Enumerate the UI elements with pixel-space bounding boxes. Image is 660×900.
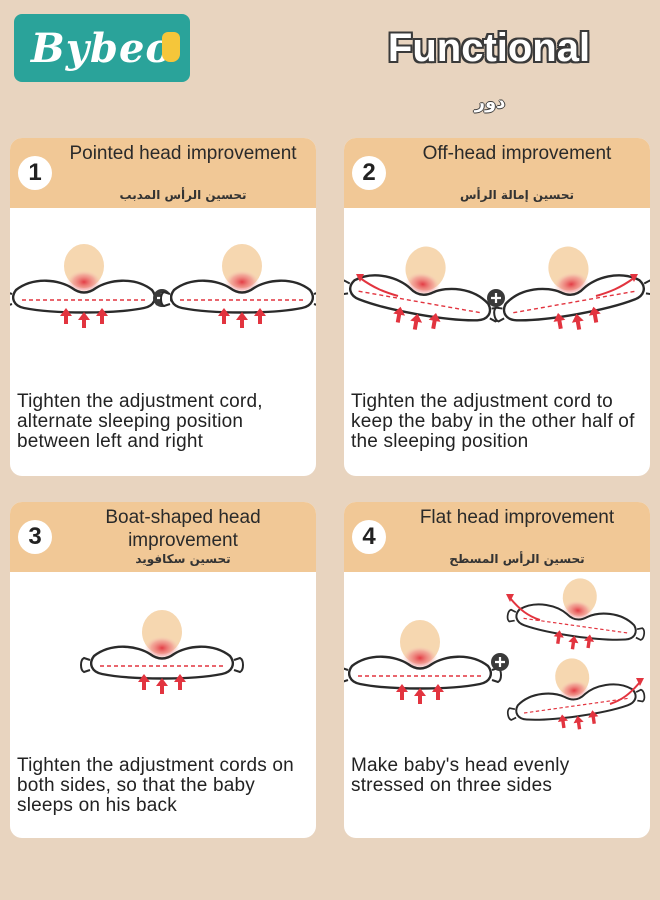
card-header: 1 Pointed head improvement تحسين الرأس ا…: [10, 138, 316, 208]
card-description: Tighten the adjustment cords on both sid…: [17, 755, 294, 816]
logo-text: Bybeo: [30, 24, 174, 72]
card-title: Flat head improvement: [419, 507, 615, 528]
card-title: Pointed head improvement: [69, 143, 297, 164]
bottle-icon: [162, 32, 180, 62]
step-number: 2: [352, 156, 386, 190]
card-title-ar: تحسين سكافويد: [135, 552, 231, 566]
brand-logo: Bybeo: [14, 14, 190, 82]
card-header: 3 Boat-shaped head improvement تحسين سكا…: [10, 502, 316, 572]
page-subtitle-ar: دور: [474, 92, 506, 113]
pillow-illustration: [344, 572, 650, 752]
card-title-ar: تحسين الرأس المسطح: [449, 552, 585, 566]
card-description: Make baby's head evenly stressed on thre…: [351, 755, 570, 796]
card-title-ar: تحسين الرأس المدبب: [119, 188, 247, 202]
card-title-ar: تحسين إمالة الرأس: [459, 188, 574, 202]
page-title: Functional: [387, 26, 591, 70]
card-description: Tighten the adjustment cord, alternate s…: [17, 391, 263, 452]
card-pointed-head: 1 Pointed head improvement تحسين الرأس ا…: [10, 138, 316, 476]
pillow-illustration: [10, 208, 316, 388]
pillow-illustration: [344, 208, 650, 388]
card-description: Tighten the adjustment cord to keep the …: [351, 391, 635, 452]
card-flat-head: 4 Flat head improvement تحسين الرأس المس…: [344, 502, 650, 838]
step-number: 3: [18, 520, 52, 554]
card-header: 2 Off-head improvement تحسين إمالة الرأس: [344, 138, 650, 208]
step-number: 1: [18, 156, 52, 190]
card-title: Boat-shaped head improvement: [105, 507, 261, 551]
pillow-illustration: [10, 572, 316, 752]
card-boat-shaped-head: 3 Boat-shaped head improvement تحسين سكا…: [10, 502, 316, 838]
card-header: 4 Flat head improvement تحسين الرأس المس…: [344, 502, 650, 572]
step-number: 4: [352, 520, 386, 554]
card-off-head: 2 Off-head improvement تحسين إمالة الرأس…: [344, 138, 650, 476]
card-title: Off-head improvement: [422, 143, 612, 164]
